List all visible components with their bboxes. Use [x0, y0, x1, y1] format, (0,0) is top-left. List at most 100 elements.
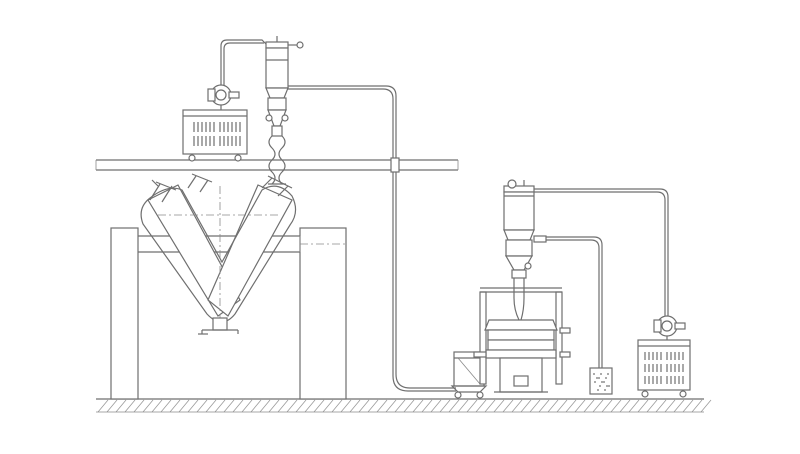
powder-dot [605, 377, 607, 379]
ground-hatch-line [502, 399, 514, 413]
sample-container [589, 367, 613, 395]
ground-hatch-line [682, 399, 694, 413]
vacuum-pipe-lower [534, 188, 669, 368]
powder-dot [607, 373, 609, 375]
powder-dot [597, 389, 599, 391]
ground-hatch-line [592, 399, 604, 413]
ground-hatch-line [169, 399, 181, 413]
ground-hatch-line [178, 399, 190, 413]
powder-dot [594, 381, 596, 383]
ground-hatch-line [475, 399, 487, 413]
ground-hatch-line [133, 399, 145, 413]
ground-hatch-line [196, 399, 208, 413]
powder-dot [599, 385, 601, 387]
ground-hatch-line [493, 399, 505, 413]
powder-dot [598, 377, 600, 379]
ground-hatch-line [601, 399, 613, 413]
powder-dot [603, 381, 605, 383]
ground-hatch-line [97, 399, 109, 413]
powder-dot [600, 373, 602, 375]
vacuum-feeder-lower [503, 179, 547, 321]
ground-hatch-line [700, 399, 712, 413]
vacuum-pump-upper [182, 84, 248, 162]
ground-hatch-line [142, 399, 154, 413]
ground-hatch-line [610, 399, 622, 413]
ground-hatch-line [565, 399, 577, 413]
powder-dot [608, 385, 610, 387]
ground-hatch-line [412, 399, 424, 413]
powder-dot [601, 381, 603, 383]
ground-hatch-line [430, 399, 442, 413]
ground-hatch-line [439, 399, 451, 413]
pump-motor-lower [653, 315, 686, 340]
ground-hatch-line [268, 399, 280, 413]
powder-dot [593, 373, 595, 375]
ground-hatch-line [313, 399, 325, 413]
ground-hatch-line [520, 399, 532, 413]
vibrating-sieve [473, 287, 571, 393]
ground-hatch-line [277, 399, 289, 413]
ground-floor [96, 398, 712, 413]
ground-hatch-line [214, 399, 226, 413]
ground-hatch-line [259, 399, 271, 413]
vacuum-feeder-upper [265, 36, 304, 185]
ground-hatch-line [637, 399, 649, 413]
v-blender [140, 173, 297, 335]
ground-hatch-line [448, 399, 460, 413]
ground-hatch-line [106, 399, 118, 413]
ground-hatch-line [466, 399, 478, 413]
ground-hatch-line [286, 399, 298, 413]
blender-port-left [149, 179, 177, 203]
upper-floor-platform [95, 159, 459, 171]
ground-hatch-line [574, 399, 586, 413]
feeder-top-fitting-lower [503, 179, 535, 193]
ground-hatch-line [349, 399, 361, 413]
ground-hatch-line [538, 399, 550, 413]
ground-hatch-line [457, 399, 469, 413]
ground-hatch-line [619, 399, 631, 413]
pump-motor-upper [207, 84, 240, 110]
powder-dot [604, 389, 606, 391]
ground-hatch-line [421, 399, 433, 413]
ground-hatch-line [403, 399, 415, 413]
ground-hatch-line [385, 399, 397, 413]
ground-hatch-line [529, 399, 541, 413]
ground-hatch-line [583, 399, 595, 413]
ground-hatch-line [223, 399, 235, 413]
ground-hatch-line [691, 399, 703, 413]
vacuum-pipe-upper [220, 39, 267, 85]
ground-hatch-line [376, 399, 388, 413]
ground-hatch-line [358, 399, 370, 413]
ground-hatch-line [556, 399, 568, 413]
vacuum-pump-lower [637, 315, 691, 398]
ground-hatch-line [115, 399, 127, 413]
ground-hatch-line [628, 399, 640, 413]
ground-hatch-line [322, 399, 334, 413]
ground-hatch-line [646, 399, 658, 413]
ground-hatch-line [484, 399, 496, 413]
blender-discharge-valve [198, 317, 239, 335]
ground-hatch-line [331, 399, 343, 413]
ground-hatch-line [124, 399, 136, 413]
ground-hatch-line [340, 399, 352, 413]
ground-hatch-line [160, 399, 172, 413]
ground-hatch-line [673, 399, 685, 413]
ground-hatch-line [655, 399, 667, 413]
ground-hatch-line [205, 399, 217, 413]
ground-hatch-line [394, 399, 406, 413]
ground-hatch-line [241, 399, 253, 413]
blender-right-pillar [299, 227, 347, 400]
ground-hatch-line [511, 399, 523, 413]
ground-hatch-line [664, 399, 676, 413]
material-conveying-pipe [288, 85, 456, 392]
ground-hatch-line [295, 399, 307, 413]
blender-port-center [187, 173, 213, 193]
ground-hatch-line [187, 399, 199, 413]
ground-hatch-line [367, 399, 379, 413]
feeder-top-fitting-upper [265, 36, 304, 49]
blender-left-pillar [110, 227, 139, 400]
ground-hatch-line [547, 399, 559, 413]
ground-hatch-line [151, 399, 163, 413]
